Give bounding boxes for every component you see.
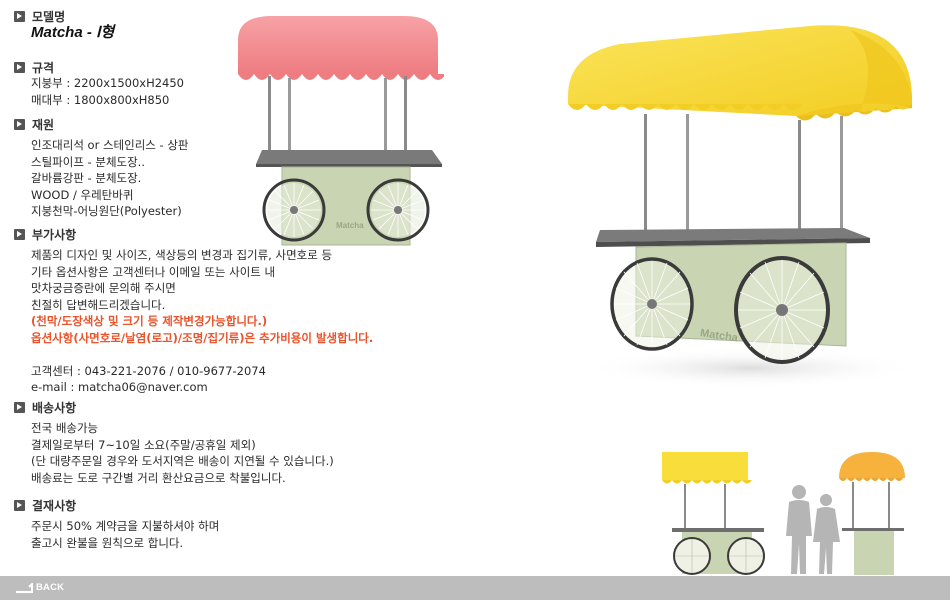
bullet-arrow-icon bbox=[14, 401, 25, 413]
footer-bar: BACK bbox=[0, 576, 950, 600]
extra-line: 친절히 답변해드리겠습니다. bbox=[31, 297, 166, 312]
payment-line: 출고시 완불을 원칙으로 합니다. bbox=[31, 535, 184, 550]
section-title-model: 모델명 bbox=[32, 9, 66, 24]
people-silhouette bbox=[786, 485, 840, 574]
extra-note: 옵션사항(사면호로/날염(로고)/조명/집기류)은 추가비용이 발생합니다. bbox=[31, 330, 374, 345]
extra-line: 맛차궁금증란에 문의해 주시면 bbox=[31, 281, 176, 295]
bullet-arrow-icon bbox=[14, 118, 25, 130]
wheel-left bbox=[262, 178, 326, 242]
wheel-left bbox=[610, 257, 694, 351]
extra-line: 제품의 디자인 및 사이즈, 색상등의 변경과 집기류, 사면호로 등 bbox=[31, 248, 333, 262]
back-button[interactable]: BACK bbox=[15, 582, 64, 593]
delivery-line: 결제일로부터 7~10일 소요(주말/공휴일 제외) bbox=[31, 437, 256, 452]
payment-line: 주문시 50% 계약금을 지불하셔야 하며 bbox=[31, 519, 220, 533]
section-delivery: 배송사항 전국 배송가능 결제일로부터 7~10일 소요(주말/공휴일 제외) … bbox=[14, 399, 334, 486]
material-line: 스틸파이프 - 분체도장.. bbox=[31, 154, 145, 169]
bullet-arrow-icon bbox=[14, 10, 25, 22]
delivery-line: 전국 배송가능 bbox=[31, 421, 99, 435]
bullet-arrow-icon bbox=[14, 61, 25, 73]
section-size: 규격 지붕부 : 2200x1500xH2450 매대부 : 1800x800x… bbox=[14, 59, 184, 108]
size-line: 지붕부 : 2200x1500xH2450 bbox=[31, 76, 184, 90]
contact-email: e-mail : matcha06@naver.com bbox=[31, 380, 208, 394]
size-line: 매대부 : 1800x800xH850 bbox=[31, 92, 170, 107]
section-title-payment: 결재사항 bbox=[32, 498, 77, 513]
section-title-material: 재원 bbox=[32, 117, 55, 132]
bullet-arrow-icon bbox=[14, 228, 25, 240]
contact-phone: 고객센터 : 043-221-2076 / 010-9677-2074 bbox=[31, 363, 266, 378]
size-comparison-scene bbox=[662, 452, 905, 575]
small-cart-yellow bbox=[662, 452, 765, 575]
material-line: WOOD / 우레탄바퀴 bbox=[31, 187, 134, 202]
section-payment: 결재사항 주문시 50% 계약금을 지불하셔야 하며 출고시 완불을 원칙으로 … bbox=[14, 497, 219, 551]
cart-image-yellow-perspective: Matcha bbox=[568, 25, 920, 388]
model-name: Matcha - Ⅰ형 bbox=[31, 24, 115, 41]
cart-logo-text: Matcha bbox=[336, 221, 364, 230]
section-title-extra: 부가사항 bbox=[32, 227, 77, 242]
section-model: 모델명 Matcha - Ⅰ형 bbox=[14, 8, 114, 42]
delivery-line: (단 대량주문일 경우와 도서지역은 배송이 지연될 수 있습니다.) bbox=[31, 454, 334, 468]
cart-logo-text: Matcha bbox=[699, 327, 739, 344]
extra-note: (천막/도장색상 및 크기 등 제작변경가능합니다.) bbox=[31, 314, 268, 328]
wheel-right bbox=[366, 178, 430, 242]
section-title-delivery: 배송사항 bbox=[32, 400, 77, 415]
back-arrow-icon bbox=[16, 582, 33, 593]
material-line: 갈바륨강판 - 분체도장. bbox=[31, 171, 142, 185]
cart-image-pink-front: Matcha bbox=[238, 16, 444, 246]
section-title-size: 규격 bbox=[32, 60, 55, 75]
material-line: 지붕천막-어닝원단(Polyester) bbox=[31, 204, 182, 218]
back-label: BACK bbox=[36, 582, 65, 593]
small-cart-orange bbox=[839, 452, 905, 575]
bullet-arrow-icon bbox=[14, 499, 25, 511]
material-line: 인조대리석 or 스테인리스 - 상판 bbox=[31, 138, 189, 152]
delivery-line: 배송료는 도로 구간별 거리 환산요금으로 착불입니다. bbox=[31, 470, 286, 485]
section-material: 재원 인조대리석 or 스테인리스 - 상판 스틸파이프 - 분체도장.. 갈바… bbox=[14, 116, 189, 220]
wheel-right bbox=[734, 256, 830, 364]
section-extra: 부가사항 제품의 디자인 및 사이즈, 색상등의 변경과 집기류, 사면호로 등… bbox=[14, 226, 373, 396]
extra-line: 기타 옵션사항은 고객센터나 이메일 또는 사이트 내 bbox=[31, 264, 276, 279]
